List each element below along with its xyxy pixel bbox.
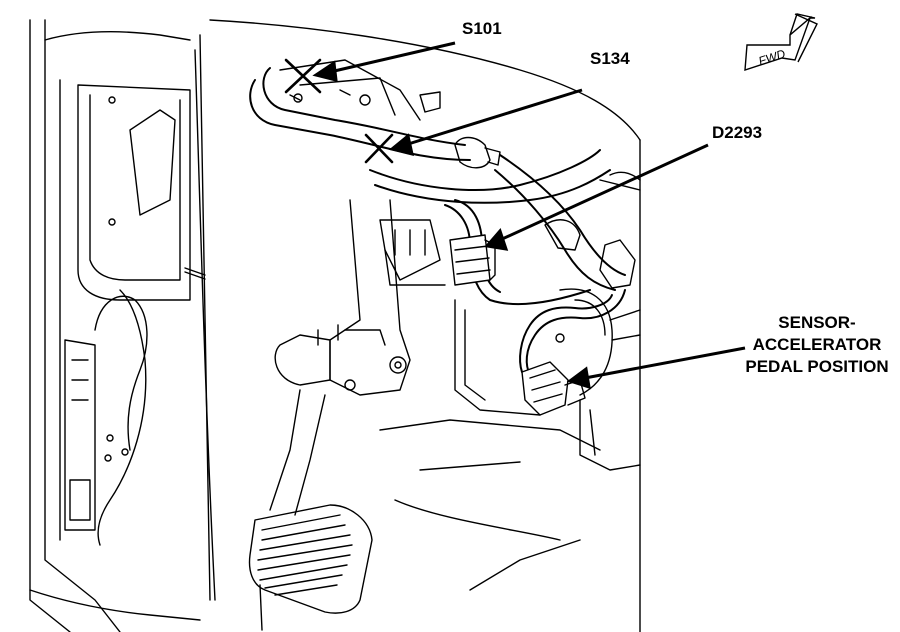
s134-x-mark-icon: [364, 133, 394, 164]
x-mark-icon: [284, 58, 394, 164]
s101-arrow-icon: [312, 41, 456, 82]
label-d2293: D2293: [712, 123, 763, 142]
sensor-label-line-2: ACCELERATOR: [752, 335, 882, 354]
forward-arrow-icon: FWD: [744, 13, 818, 71]
label-sensor-accelerator-pedal-position: SENSOR- ACCELERATOR PEDAL POSITION: [742, 312, 892, 378]
floor-lines: [379, 419, 601, 591]
app-sensor-connector: [521, 361, 586, 416]
dash-structure: [194, 19, 641, 632]
wiring-harness: [249, 59, 636, 376]
leader-arrows: [312, 41, 746, 390]
label-s101: S101: [462, 19, 502, 38]
d2293-arrow-icon: [484, 143, 709, 251]
pedal-bracket: [269, 199, 446, 516]
label-s134: S134: [590, 49, 630, 68]
door-panel: [29, 19, 206, 632]
sensor-label-line-3: PEDAL POSITION: [745, 357, 889, 376]
sensor-label-line-1: SENSOR-: [778, 313, 856, 332]
brake-pedal: [248, 504, 373, 631]
s134-arrow-icon: [388, 88, 583, 157]
accelerator-assembly: [454, 288, 641, 471]
sensor-arrow-icon: [566, 346, 746, 390]
s101-x-mark-icon: [284, 58, 322, 94]
